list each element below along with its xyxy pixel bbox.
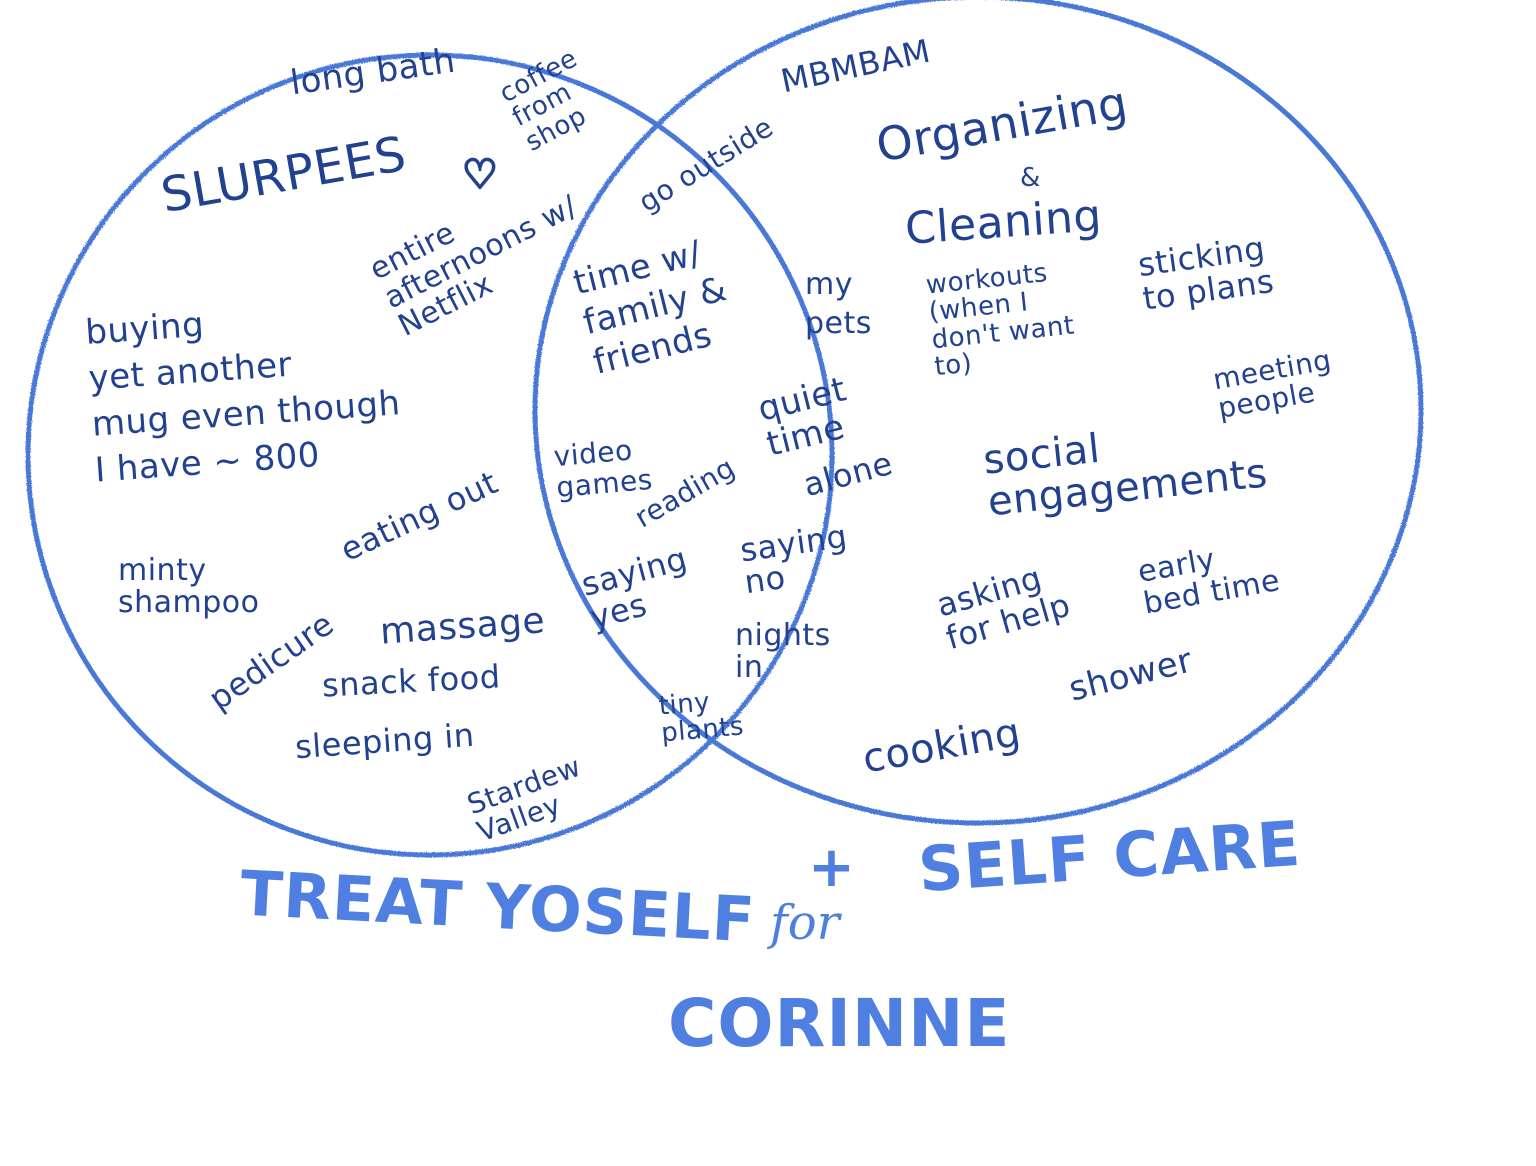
title-plus: + bbox=[808, 835, 856, 900]
heart-icon: ♡ bbox=[462, 152, 498, 198]
item-minty-shampoo: minty shampoo bbox=[118, 553, 260, 620]
title-for: for bbox=[770, 895, 840, 951]
self-care-circle bbox=[532, 0, 1424, 826]
item-tiny-plants: tiny plants bbox=[657, 687, 746, 749]
item-video-games: video games bbox=[552, 433, 655, 504]
item-nights-in: nights in bbox=[735, 618, 831, 685]
treat-yoself-circle bbox=[25, 52, 835, 858]
item-ampersand: & bbox=[1020, 163, 1041, 193]
item-workouts: workouts (when I don't want to) bbox=[924, 258, 1076, 383]
item-buying-mug: buying yet another mug even though I hav… bbox=[84, 304, 402, 491]
item-my-pets: my pets bbox=[805, 267, 872, 341]
title-corinne: CORINNE bbox=[668, 985, 1011, 1062]
